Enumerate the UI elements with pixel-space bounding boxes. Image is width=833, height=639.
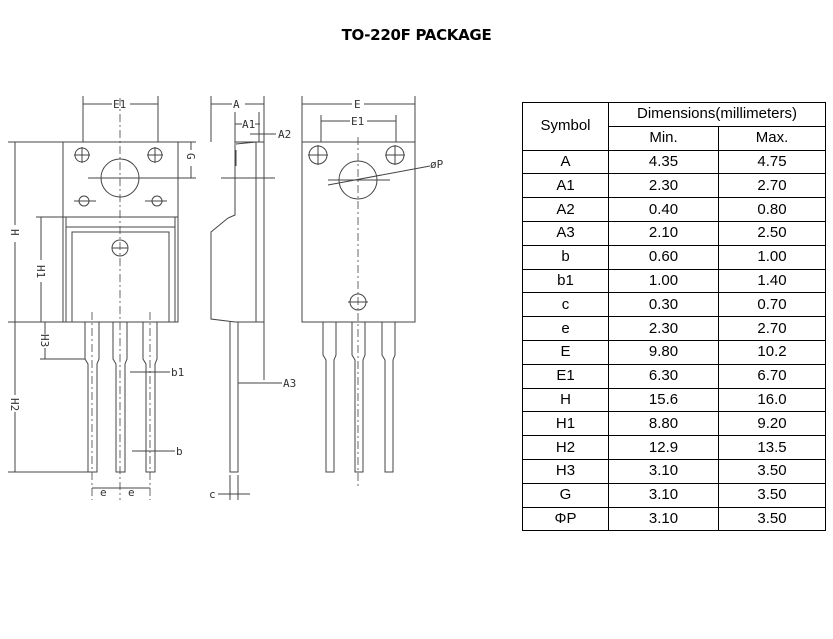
dim-label-g: G	[184, 153, 197, 160]
dimensions-table: Symbol Dimensions(millimeters) Min. Max.…	[522, 102, 826, 532]
front-view: E1 H H1 H2 H3 G b1 b e e	[8, 96, 197, 500]
cell-min: 2.30	[608, 173, 719, 199]
dim-label-phip: øP	[430, 158, 444, 171]
back-view: øP E E1	[301, 96, 444, 486]
dim-label-a1: A1	[242, 118, 255, 131]
cell-min: 2.30	[608, 316, 719, 341]
cell-symbol: ΦP	[522, 506, 609, 532]
cell-max: 3.50	[718, 482, 826, 508]
cell-max: 2.50	[718, 220, 826, 246]
cell-symbol: e	[522, 316, 609, 341]
dim-label-c: c	[209, 488, 216, 501]
dim-label-b1: b1	[171, 366, 184, 379]
cell-min: 15.6	[608, 387, 719, 413]
cell-min: 9.80	[608, 339, 719, 365]
symbol-header: Symbol	[522, 102, 609, 151]
cell-min: 0.30	[608, 292, 719, 318]
cell-min: 12.9	[608, 435, 719, 460]
cell-max: 3.50	[718, 506, 826, 532]
dim-label-e1: E1	[113, 98, 126, 111]
min-header: Min.	[608, 125, 719, 151]
cell-max: 6.70	[718, 363, 826, 389]
cell-symbol: H2	[522, 435, 609, 460]
cell-symbol: H3	[522, 458, 609, 484]
cell-min: 3.10	[608, 458, 719, 484]
dim-label-a: A	[233, 98, 240, 111]
cell-symbol: A1	[522, 173, 609, 199]
dim-label-h1: H1	[34, 265, 47, 278]
cell-min: 2.10	[608, 220, 719, 246]
cell-max: 0.70	[718, 292, 826, 318]
dimensions-header: Dimensions(millimeters)	[608, 102, 826, 127]
cell-max: 1.00	[718, 244, 826, 270]
cell-symbol: b	[522, 244, 609, 270]
cell-max: 13.5	[718, 435, 826, 460]
dim-label-e-width: E	[354, 98, 361, 111]
cell-max: 10.2	[718, 339, 826, 365]
cell-min: 3.10	[608, 506, 719, 532]
cell-max: 1.40	[718, 268, 826, 294]
cell-min: 0.60	[608, 244, 719, 270]
cell-symbol: G	[522, 482, 609, 508]
cell-min: 4.35	[608, 149, 719, 175]
page-title: TO-220F PACKAGE	[341, 26, 492, 44]
table-header-row: Symbol Dimensions(millimeters)	[522, 102, 826, 151]
dim-label-h3: H3	[38, 334, 51, 347]
cell-min: 3.10	[608, 482, 719, 508]
cell-symbol: b1	[522, 268, 609, 294]
cell-max: 3.50	[718, 458, 826, 484]
cell-symbol: E1	[522, 363, 609, 389]
dim-label-a3: A3	[283, 377, 296, 390]
cell-max: 16.0	[718, 387, 826, 413]
dim-label-b: b	[176, 445, 183, 458]
cell-symbol: A2	[522, 197, 609, 222]
cell-min: 0.40	[608, 197, 719, 222]
side-view: A A1 A2 A3 c	[209, 96, 296, 501]
dim-label-h: H	[8, 229, 21, 236]
cell-symbol: A3	[522, 220, 609, 246]
cell-max: 2.70	[718, 316, 826, 341]
cell-symbol: A	[522, 149, 609, 175]
dim-label-a2: A2	[278, 128, 291, 141]
max-header: Max.	[718, 125, 826, 151]
cell-max: 0.80	[718, 197, 826, 222]
dim-label-e-1: e	[100, 486, 107, 499]
cell-symbol: H	[522, 387, 609, 413]
cell-max: 4.75	[718, 149, 826, 175]
table-subheader-row: Min. Max.	[523, 125, 826, 151]
dim-label-e1-back: E1	[351, 115, 364, 128]
cell-symbol: E	[522, 339, 609, 365]
cell-symbol: H1	[522, 411, 609, 437]
cell-min: 6.30	[608, 363, 719, 389]
cell-min: 8.80	[608, 411, 719, 437]
dim-label-e-2: e	[128, 486, 135, 499]
cell-max: 9.20	[718, 411, 826, 437]
cell-symbol: c	[522, 292, 609, 318]
dim-label-h2: H2	[8, 398, 21, 411]
cell-min: 1.00	[608, 268, 719, 294]
cell-max: 2.70	[718, 173, 826, 199]
